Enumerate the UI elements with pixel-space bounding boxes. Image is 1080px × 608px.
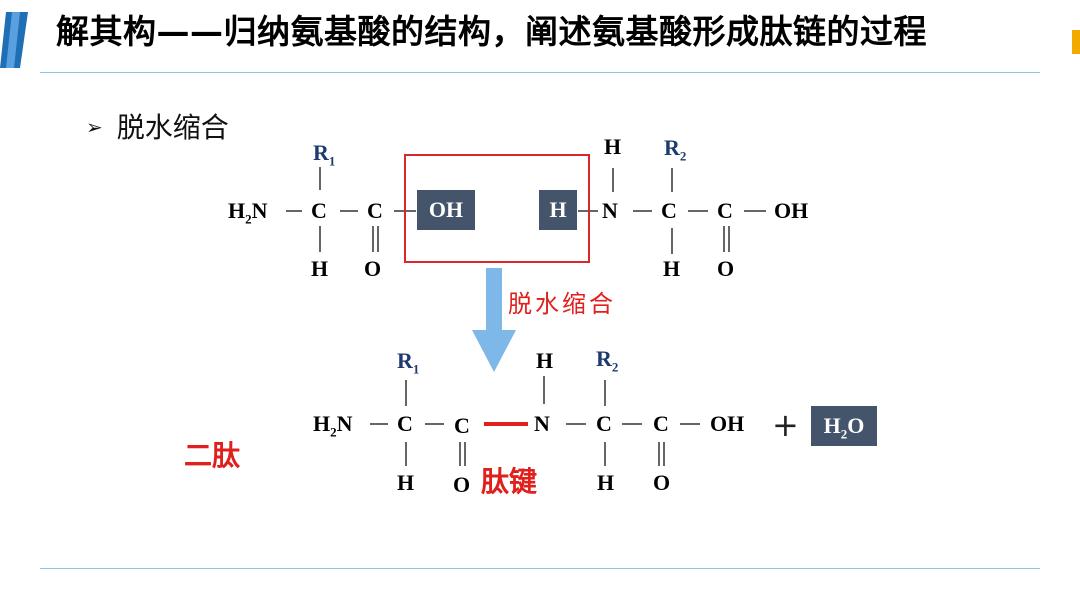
product-amino-group: H2N xyxy=(313,411,353,440)
water-sub: 2 xyxy=(840,426,848,442)
product-h1: H xyxy=(397,470,415,495)
peptide-bond-label: 肽键 xyxy=(481,465,538,498)
aa1-r-sub: 1 xyxy=(328,153,336,169)
aa2-hydrogen-top: H xyxy=(604,134,622,159)
bullet-text: 脱水缩合 xyxy=(116,111,229,144)
aa2-amino-h-box: H xyxy=(539,190,577,230)
water-o: O xyxy=(847,413,865,438)
dipeptide-label: 二肽 xyxy=(184,439,241,472)
product-c3: C xyxy=(596,411,612,436)
product-r1-sub: 1 xyxy=(412,361,420,377)
product-h2: H xyxy=(597,470,615,495)
product-amino-n: N xyxy=(336,411,353,436)
product-c2: C xyxy=(454,413,470,438)
aa2-r-letter: R xyxy=(664,135,680,160)
product-h-top: H xyxy=(536,348,554,373)
aa2-r-sub: 2 xyxy=(679,148,687,164)
product-oh: OH xyxy=(710,411,745,436)
aa1-carbon-alpha: C xyxy=(311,198,327,223)
product-c1: C xyxy=(397,411,413,436)
aa1-hydrogen: H xyxy=(311,256,329,281)
bullet-arrow-icon: ➢ xyxy=(86,115,103,139)
product-r2: R2 xyxy=(596,346,618,375)
aa1-oxygen: O xyxy=(364,256,382,281)
aa1-hydroxyl-box: OH xyxy=(417,190,475,230)
product-n: N xyxy=(534,411,550,436)
aa2-carbon-alpha: C xyxy=(661,198,677,223)
product-amino-h: H xyxy=(313,411,331,436)
page-title: 解其构——归纳氨基酸的结构，阐述氨基酸形成肽链的过程 xyxy=(56,12,927,51)
title-divider xyxy=(40,72,1040,73)
bullet-item: ➢ 脱水缩合 xyxy=(86,106,229,146)
arrow-label: 脱水缩合 xyxy=(508,290,616,318)
water-box: H2O xyxy=(811,406,877,446)
aa1-carbon-carbonyl: C xyxy=(367,198,383,223)
aa1-r-group: R1 xyxy=(313,140,335,169)
product-r1-letter: R xyxy=(397,348,413,373)
footer-divider xyxy=(40,568,1040,569)
product-r2-sub: 2 xyxy=(611,359,619,375)
product-amino-sub: 2 xyxy=(330,424,337,440)
aa1-amino-sub: 2 xyxy=(245,211,252,227)
aa1-amino-h: H xyxy=(228,198,246,223)
aa2-carbon-carbonyl: C xyxy=(717,198,733,223)
aa2-hydroxyl: OH xyxy=(774,198,809,223)
product-r1: R1 xyxy=(397,348,419,377)
product-o2: O xyxy=(653,470,671,495)
product-o1: O xyxy=(453,472,471,497)
plus-sign: + xyxy=(772,406,799,444)
aa2-hydrogen-bottom: H xyxy=(663,256,681,281)
aa1-amino-group: H2N xyxy=(228,198,268,227)
aa2-oxygen: O xyxy=(717,256,735,281)
aa2-nitrogen: N xyxy=(602,198,618,223)
product-c4: C xyxy=(653,411,669,436)
water-h: H xyxy=(823,413,841,438)
corner-accent-left xyxy=(0,10,28,70)
product-r2-letter: R xyxy=(596,346,612,371)
corner-accent-right xyxy=(1072,30,1080,54)
aa1-r-letter: R xyxy=(313,140,329,165)
aa1-amino-n: N xyxy=(251,198,268,223)
aa2-r-group: R2 xyxy=(664,135,686,164)
